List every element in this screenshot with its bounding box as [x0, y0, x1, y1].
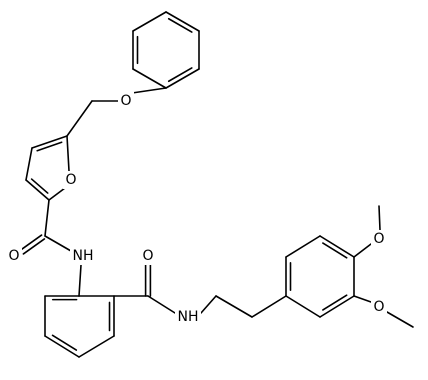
phenyl-ring-bond-0: [165, 11, 200, 32]
dimethoxyphenyl-ring-bond-4-inner: [322, 294, 348, 311]
bond-carbonyl1-o-b: [22, 238, 46, 255]
atom-o-methoxy2-label: O: [373, 299, 384, 315]
bond-carbonyl1-o-a: [19, 234, 43, 251]
phenyl-ring-bond-2: [165, 68, 200, 89]
bond-carbonyl2-n: [147, 295, 176, 314]
bond-ethyl-ring: [251, 295, 287, 318]
atom-o-furan: O: [63, 171, 79, 189]
atom-nh-amide2: NH: [175, 308, 201, 326]
furan-bond-o-c5: [66, 135, 70, 172]
atom-o-amide2-label: O: [142, 248, 153, 264]
dimethoxyphenyl-ring-bond-2-inner: [322, 242, 348, 259]
phenyl-ring-bond-2-inner: [167, 67, 193, 83]
furan-bond-c5-c4-inner: [36, 141, 63, 152]
furan-bond-c3-c2: [25, 179, 50, 201]
bond-o-methyl1: [378, 205, 381, 231]
bond-n-ethyl: [200, 295, 217, 314]
benzene-ring-bond-2: [78, 335, 115, 358]
furan-bond-c5-c4: [31, 135, 68, 149]
bond-ring-o-methoxy1: [353, 243, 372, 258]
dimethoxyphenyl-ring-bond-4: [319, 295, 355, 318]
atom-labels: O O O NH O NH O O: [6, 92, 387, 326]
bonds: [19, 11, 414, 358]
atom-o-furan-label: O: [65, 172, 76, 188]
bond-ring-o-methoxy2: [353, 295, 372, 303]
atom-o-methoxy2: O: [371, 298, 387, 316]
benzene-ring-bond-3-inner: [51, 334, 78, 351]
atom-o-methoxy1: O: [371, 230, 387, 248]
phenyl-ring-bond-3: [132, 68, 167, 89]
atom-o-phenoxy: O: [118, 92, 134, 110]
bond-furan-carbonyl: [44, 199, 50, 237]
dimethoxyphenyl-ring-bond-2: [319, 235, 355, 258]
atom-nh-amide1: NH: [70, 247, 96, 265]
phenyl-ring-bond-5: [132, 11, 167, 32]
phenyl-ring-bond-0-inner: [167, 17, 193, 33]
atom-o-amide1: O: [6, 247, 22, 265]
atom-nh-amide1-label: NH: [73, 248, 94, 264]
furan-bond-c4-c3: [25, 147, 33, 181]
bond-carbonyl1-n: [44, 235, 72, 252]
atom-o-amide1-label: O: [8, 248, 19, 264]
furan-bond-c3-c2-inner: [30, 178, 49, 194]
furan-bond-c2-o: [48, 187, 66, 201]
benzene-ring-bond-3: [44, 335, 80, 358]
bond-phenyl-o: [131, 87, 167, 94]
dimethoxyphenyl-ring-bond-5: [285, 295, 321, 318]
dimethoxyphenyl-ring-bond-1: [285, 235, 321, 258]
atom-nh-amide2-label: NH: [178, 309, 199, 325]
bond-o-methyl2: [386, 311, 414, 328]
bond-n-benzene: [78, 264, 82, 297]
bond-ethyl: [215, 295, 253, 318]
atom-o-phenoxy-label: O: [120, 93, 131, 109]
atom-o-methoxy1-label: O: [373, 231, 384, 247]
bond-ch2-furan: [66, 100, 93, 137]
atom-o-amide2: O: [140, 247, 156, 265]
